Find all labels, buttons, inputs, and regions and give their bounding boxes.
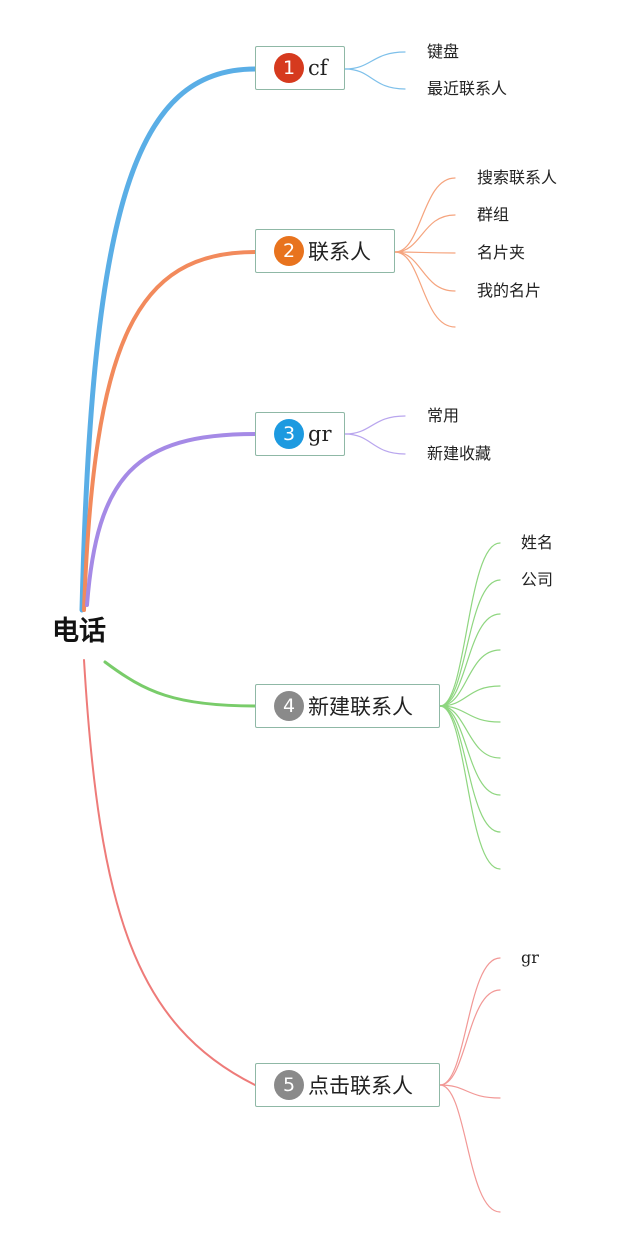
sub-line-5-4 [439, 1084, 501, 1213]
sub-line-5-2 [439, 989, 501, 1086]
subtopic-4-1[interactable]: 姓名 [521, 533, 554, 552]
subtopic-1-1[interactable]: 键盘 [427, 42, 460, 61]
sub-line-2-4 [394, 251, 456, 292]
sub-line-3-1 [344, 415, 406, 435]
branch-topic-label-1: cf [308, 56, 328, 80]
sub-line-2-1 [394, 177, 456, 253]
sub-line-4-7 [439, 705, 501, 759]
number-badge-2: 2 [274, 236, 304, 266]
subtopic-5-1[interactable]: gr [521, 948, 539, 967]
sub-line-5-3 [439, 1084, 501, 1099]
number-badge-4: 4 [274, 691, 304, 721]
sub-line-4-10 [439, 705, 501, 870]
sub-line-4-6 [439, 705, 501, 723]
subtopic-3-1[interactable]: 常用 [427, 406, 460, 425]
subtopic-2-2[interactable]: 群组 [477, 205, 510, 224]
sub-line-4-8 [439, 705, 501, 796]
sub-line-2-3 [394, 251, 456, 254]
sub-line-4-3 [439, 613, 501, 707]
branch-topic-label-4: 新建联系人 [308, 695, 413, 719]
root-topic[interactable]: 电话 [52, 616, 106, 647]
sub-line-1-1 [344, 51, 406, 70]
number-badge-5: 5 [274, 1070, 304, 1100]
branch-topic-label-3: gr [308, 422, 332, 446]
sub-line-4-5 [439, 685, 501, 707]
subtopic-2-4[interactable]: 我的名片 [477, 281, 542, 300]
sub-line-2-5 [394, 251, 456, 328]
sub-line-4-1 [439, 542, 501, 707]
branch-topic-label-2: 联系人 [308, 240, 371, 264]
branch-line-4 [103, 660, 257, 708]
branch-line-3 [85, 432, 257, 607]
sub-line-5-1 [439, 957, 501, 1086]
sub-line-4-4 [439, 649, 501, 707]
number-badge-3: 3 [274, 419, 304, 449]
branch-line-5 [83, 659, 256, 1086]
sub-line-4-2 [439, 579, 501, 707]
number-badge-1: 1 [274, 53, 304, 83]
sub-line-2-2 [394, 214, 456, 253]
subtopic-2-1[interactable]: 搜索联系人 [477, 168, 558, 187]
connector-lines [79, 51, 501, 1213]
subtopic-1-2[interactable]: 最近联系人 [427, 79, 508, 98]
branch-line-1 [79, 66, 258, 613]
branch-topic-label-5: 点击联系人 [308, 1074, 413, 1098]
subtopic-3-2[interactable]: 新建收藏 [427, 444, 492, 463]
subtopic-2-3[interactable]: 名片夹 [477, 243, 526, 262]
sub-line-4-9 [439, 705, 501, 833]
branch-line-2 [82, 250, 257, 612]
sub-line-3-2 [344, 433, 406, 455]
sub-line-1-2 [344, 68, 406, 90]
subtopic-4-2[interactable]: 公司 [521, 570, 554, 589]
